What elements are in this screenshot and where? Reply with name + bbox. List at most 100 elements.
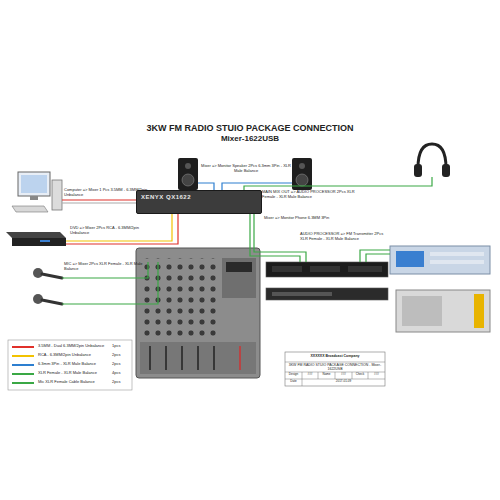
wire-label: MAIN MIX OUT => AUDIO PROCESSOR 2Pcs XLR… [262,190,362,199]
headphone-band [418,144,446,168]
table-cell: 3KW FM RADIO STUIO PACKAGE CONNECTION - … [286,363,384,371]
transmitter-panel [430,260,484,264]
legend-text: Mic XLR Female Cable Balance [38,380,110,385]
monitor-screen [21,175,47,193]
cable-count: 4pcs [112,371,130,376]
microphone [33,294,62,304]
wire [244,177,432,190]
tweeter [185,163,191,169]
mixer-master [222,258,256,298]
table-rule [352,372,353,379]
subtitle: Mixer-1622USB [150,134,350,143]
wire [254,214,306,262]
legend-text: 6.3mm 3Pin - XLR Male Balance [38,362,110,367]
legend-swatch [12,382,34,384]
dvd-top [6,232,66,238]
table-rule [368,372,369,379]
legend-text: RCA - 6.3MM/2pin Unbalance [38,353,110,358]
table-cell: 2017-01-09 [302,380,385,383]
legend-box [8,340,132,390]
rack-panel [272,266,302,272]
mixer-display [226,262,252,272]
headphone-cup [414,164,422,177]
legend-text: 3.5MM - Dual 6.3MM/2pin Unbalance [38,344,110,349]
legend-swatch [12,355,34,357]
mixer-rear-panel: XENYX QX1622 [136,190,262,214]
cable-count: 2pcs [112,362,130,367]
table-cell: Design [285,373,302,376]
transmitter-panel [430,252,484,256]
woofer [182,174,194,186]
fader [181,346,183,370]
computer-tower [52,180,62,210]
wire-label: Mixer => Monitor Phone 6.3MM 3Pin [264,216,364,221]
woofer [296,174,308,186]
transmitter-display [396,251,424,267]
tweeter [299,163,305,169]
device-brand: XENYX QX1622 [141,194,259,201]
wire [250,214,300,262]
dvd-led [40,240,50,242]
headphone-cup [442,164,450,177]
rack-unit [266,288,388,300]
table-cell: ### [335,373,352,376]
fader [213,346,215,370]
monitor-speaker [292,158,312,190]
fader [239,346,241,370]
wire [366,254,390,262]
rack-panel [310,266,340,272]
legend-swatch [12,346,34,348]
wire [360,250,390,262]
computer-monitor [18,172,50,196]
mixer-fader-area [140,342,256,374]
mixer-knobs [140,258,220,338]
table-cell: Date [285,380,302,383]
psu-panel [402,296,442,326]
cable-count: 1pcs [112,344,130,349]
wire [198,183,214,190]
table-cell: ### [302,373,318,376]
audio-processor [266,262,388,277]
title-block [285,352,385,386]
fm-transmitter [390,246,490,274]
wire [62,262,158,304]
rack-panel [272,292,332,296]
table-rule [285,362,385,363]
legend-swatch [12,373,34,375]
mic-body [42,274,62,278]
fader [197,346,199,370]
wire [62,262,148,278]
mic-body [42,300,62,304]
fader [149,346,151,370]
cable-count: 2pcs [112,353,130,358]
microphone [33,268,62,278]
diagram-title: 3KW FM RADIO STUIO PACKAGE CONNECTION [100,123,400,133]
dvd-player [12,238,66,246]
table-rule [318,372,319,379]
wire [66,214,172,241]
monitor-speaker [178,158,198,190]
wire-label: Mixer => Monitor Speaker 2Pcs 6.3mm 3Pin… [200,164,292,173]
monitor-stand [30,196,38,200]
wire-label: AUDIO PROCESSOR => FM Transmitter 2Pcs X… [300,232,388,241]
wire-label: MIC => Mixer 2Pcs XLR Female - XLR Male … [64,262,144,271]
table-cell: Name [318,373,335,376]
rack-panel [348,266,382,272]
legend-text: XLR Female - XLR Male Balance [38,371,110,376]
power-supply [396,290,490,332]
wire-label: DVD => Mixer 2Pcs RCA - 6.3MM/2pin Unbal… [70,226,150,235]
table-rule [335,372,336,379]
table-cell: XXXXXX Broadcast Company [286,354,384,358]
psu-handle [474,294,484,328]
table-rule [302,372,303,386]
mixer-body [136,248,260,378]
wire [66,214,178,244]
legend-swatch [12,364,34,366]
keyboard [12,206,48,212]
table-cell: Check [352,373,368,376]
table-cell: ### [368,373,385,376]
fader [165,346,167,370]
cable-count: 2pcs [112,380,130,385]
